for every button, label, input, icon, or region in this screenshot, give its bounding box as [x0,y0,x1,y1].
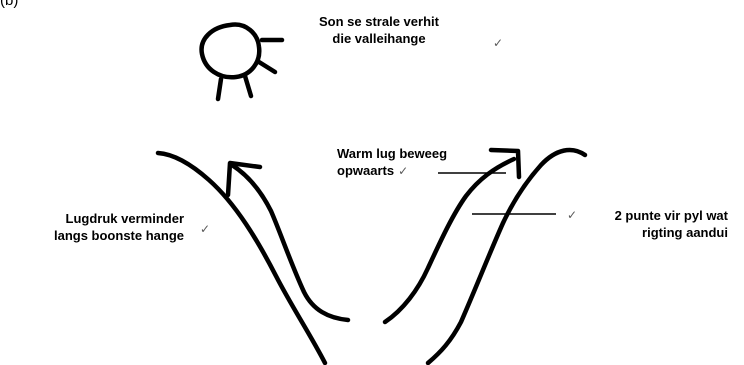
arrow-note-line1: 2 punte vir pyl wat [614,208,728,223]
pressure-label-line2: langs boonste hange [53,228,184,243]
sun-icon [199,22,285,102]
arrow-direction-note: 2 punte vir pyl wat rigting aandui [584,207,728,241]
check-mark-icon: ✓ [200,222,211,236]
check-mark-icon: ✓ [398,164,409,178]
sun-heats-slopes-label: Son se strale verhit die valleihange [286,13,472,47]
warm-label-line2-text: opwaarts [337,163,395,178]
arrow-up-left [225,160,351,323]
check-mark-icon: ✓ [493,36,504,50]
warm-air-rises-label: Warm lug beweeg opwaarts✓ [337,145,447,180]
sun-label-line2: die valleihange [332,31,426,46]
pressure-label-line1: Lugdruk verminder [65,211,184,226]
air-pressure-decreases-label: Lugdruk verminder langs boonste hange [6,210,184,244]
question-marker: (b) [0,0,19,9]
warm-label-line2: opwaarts✓ [337,162,447,180]
arrow-note-line2: rigting aandui [642,225,728,240]
arrow-up-right [382,147,522,325]
check-mark-icon: ✓ [567,208,578,222]
warm-label-line1: Warm lug beweeg [337,146,448,161]
sun-label-line1: Son se strale verhit [319,14,439,29]
valley-outline [155,147,588,365]
